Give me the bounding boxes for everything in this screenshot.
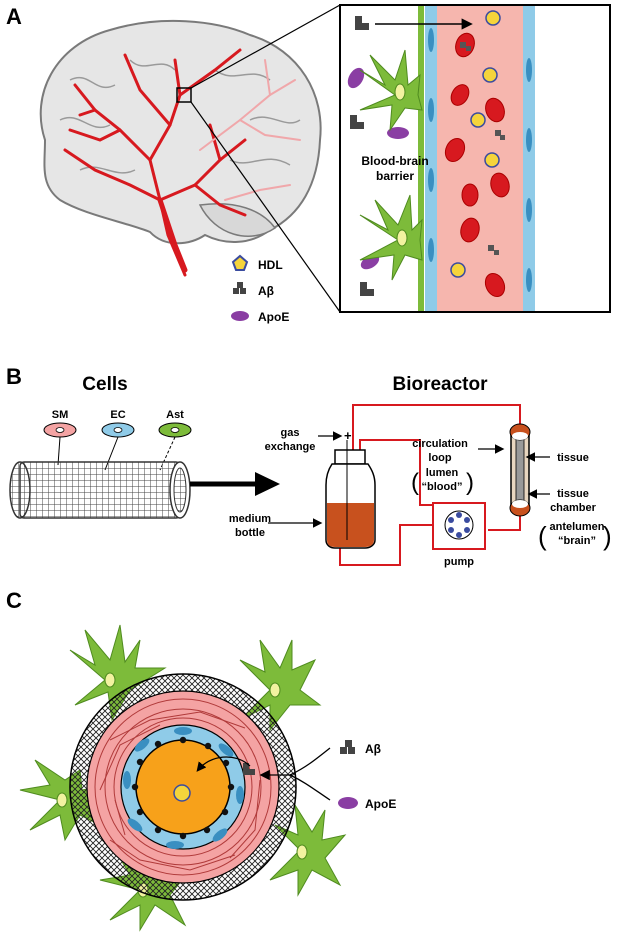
bioreactor: + gas exchange medium bottle circula — [229, 404, 612, 568]
zoom-line-bottom — [190, 101, 341, 313]
red-blood-cells — [444, 32, 510, 298]
brain-outline — [39, 19, 322, 245]
legend-a: HDL Aβ ApoE — [231, 254, 289, 324]
svg-text:): ) — [466, 469, 474, 496]
brain-gyri — [59, 59, 301, 174]
svg-text:+: + — [344, 428, 352, 443]
legend-apoe: ApoE — [258, 310, 289, 324]
gas-label-1: gas — [281, 427, 300, 439]
apoe-c-label: ApoE — [365, 797, 396, 811]
svg-text:(: ( — [411, 469, 419, 496]
zoom-line-top — [190, 4, 341, 89]
cell-type-ec: EC — [110, 409, 125, 421]
lumen-label-1: lumen — [426, 467, 459, 479]
hdl-icon — [231, 254, 249, 271]
bioreactor-title: Bioreactor — [392, 374, 488, 395]
circulation-label-1: circulation — [412, 438, 468, 450]
abeta-in-vessel — [460, 42, 505, 255]
hdl-in-lumen — [173, 784, 191, 802]
antelumen-label-1: antelumen — [549, 521, 604, 533]
tissue-label: tissue — [557, 452, 589, 464]
gas-label-2: exchange — [265, 441, 316, 453]
astrocyte-top — [359, 49, 423, 132]
abeta-brain-side — [350, 16, 374, 296]
endothelium-right — [523, 6, 535, 311]
cell-types: SM EC Ast — [43, 409, 192, 471]
panel-a-letter: A — [6, 4, 22, 29]
pump-label: pump — [444, 556, 474, 568]
abeta-crossing — [243, 763, 255, 775]
astrocyte-r — [269, 804, 347, 897]
bbb-inset: Blood-brain barrier — [339, 4, 611, 313]
bbb-label-line2: barrier — [376, 169, 414, 183]
endothelium-left — [425, 6, 437, 311]
svg-text:): ) — [603, 521, 612, 551]
legend-abeta: Aβ — [258, 284, 274, 298]
cerebellum — [198, 202, 277, 237]
pump — [432, 502, 486, 550]
hdl-particles — [450, 10, 501, 278]
tissue-chamber — [509, 423, 531, 517]
astrocyte-bottom — [359, 194, 423, 281]
antelumen-label-2: “brain” — [558, 535, 596, 547]
brainstem-artery — [157, 197, 188, 273]
legend-hdl: HDL — [258, 258, 283, 272]
vessel-cross-section: Aβ ApoE — [19, 624, 396, 932]
apoe-c-icon — [338, 797, 358, 809]
lumen-label-2: “blood” — [422, 481, 463, 493]
smooth-muscle-layer — [94, 698, 272, 876]
cell-type-ast: Ast — [166, 409, 184, 421]
chamber-label-1: tissue — [557, 488, 589, 500]
process-arrow — [190, 472, 280, 496]
medium-label-2: bottle — [235, 527, 265, 539]
endothelial-nuclei — [428, 28, 532, 292]
apoe-brain-side — [347, 67, 409, 270]
svg-text:(: ( — [538, 521, 547, 551]
basement-membrane — [418, 6, 424, 311]
panel-c-letter: C — [6, 588, 22, 613]
circulation-label-2: loop — [428, 452, 451, 464]
cerebral-arteries — [63, 48, 247, 277]
apoe-icon — [231, 311, 249, 321]
medium-bottle — [325, 440, 376, 549]
tight-junctions — [131, 736, 235, 840]
chamber-label-2: chamber — [550, 502, 597, 514]
brain-illustration — [39, 4, 341, 313]
zoom-box — [176, 87, 192, 103]
panel-b-letter: B — [6, 364, 22, 389]
abeta-c-label: Aβ — [365, 742, 381, 756]
abeta-icon — [233, 282, 246, 294]
scaffold-tube — [9, 461, 191, 519]
cells-title: Cells — [82, 374, 127, 395]
bbb-label-line1: Blood-brain — [361, 154, 428, 168]
ec-nuclei — [123, 727, 244, 849]
posterior-arteries — [199, 59, 301, 201]
cell-type-sm: SM — [52, 409, 69, 421]
medium-label-1: medium — [229, 513, 271, 525]
abeta-c-icon — [340, 740, 355, 754]
